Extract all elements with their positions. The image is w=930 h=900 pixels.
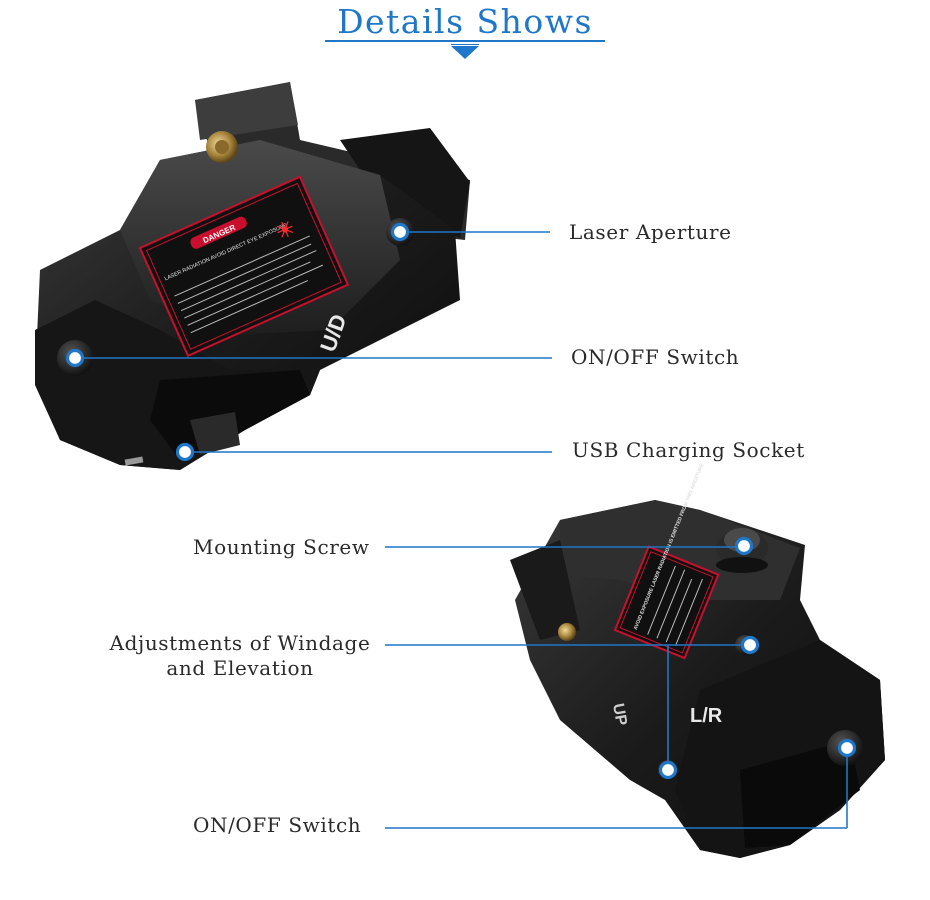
side-marking-lr: L/R xyxy=(690,705,723,727)
page-title: Details Shows xyxy=(337,2,593,41)
onoff-switch-bottom-marker xyxy=(837,738,857,758)
callout-windage-line2: and Elevation xyxy=(166,656,314,680)
usb-socket-marker xyxy=(175,442,195,462)
laser-sight-bottom: AVOID EXPOSURE LASER RADIATION IS EMITTE… xyxy=(510,462,885,858)
callout-onoff-switch-top: ON/OFF Switch xyxy=(571,345,740,369)
laser-sight-top: DANGER LASER RADIATION AVOID DIRECT EYE … xyxy=(35,82,470,470)
callout-windage-elevation: Adjustments of Windage and Elevation xyxy=(105,631,375,681)
side-marking-up: UP xyxy=(609,702,630,727)
elevation-marker xyxy=(658,760,678,780)
windage-marker xyxy=(740,635,760,655)
callout-usb-socket: USB Charging Socket xyxy=(572,438,805,462)
callout-lines xyxy=(75,231,848,829)
title-down-arrow-icon xyxy=(451,46,479,59)
mounting-screw-marker xyxy=(734,536,754,556)
callout-windage-line1: Adjustments of Windage xyxy=(109,631,371,655)
laser-aperture-marker xyxy=(390,222,410,242)
onoff-switch-top-marker xyxy=(65,348,85,368)
callout-mounting-screw: Mounting Screw xyxy=(193,535,370,559)
title-underline xyxy=(325,40,605,42)
callout-laser-aperture: Laser Aperture xyxy=(569,220,732,244)
callout-onoff-switch-bottom: ON/OFF Switch xyxy=(193,813,362,837)
title-arrow-base xyxy=(451,44,479,45)
